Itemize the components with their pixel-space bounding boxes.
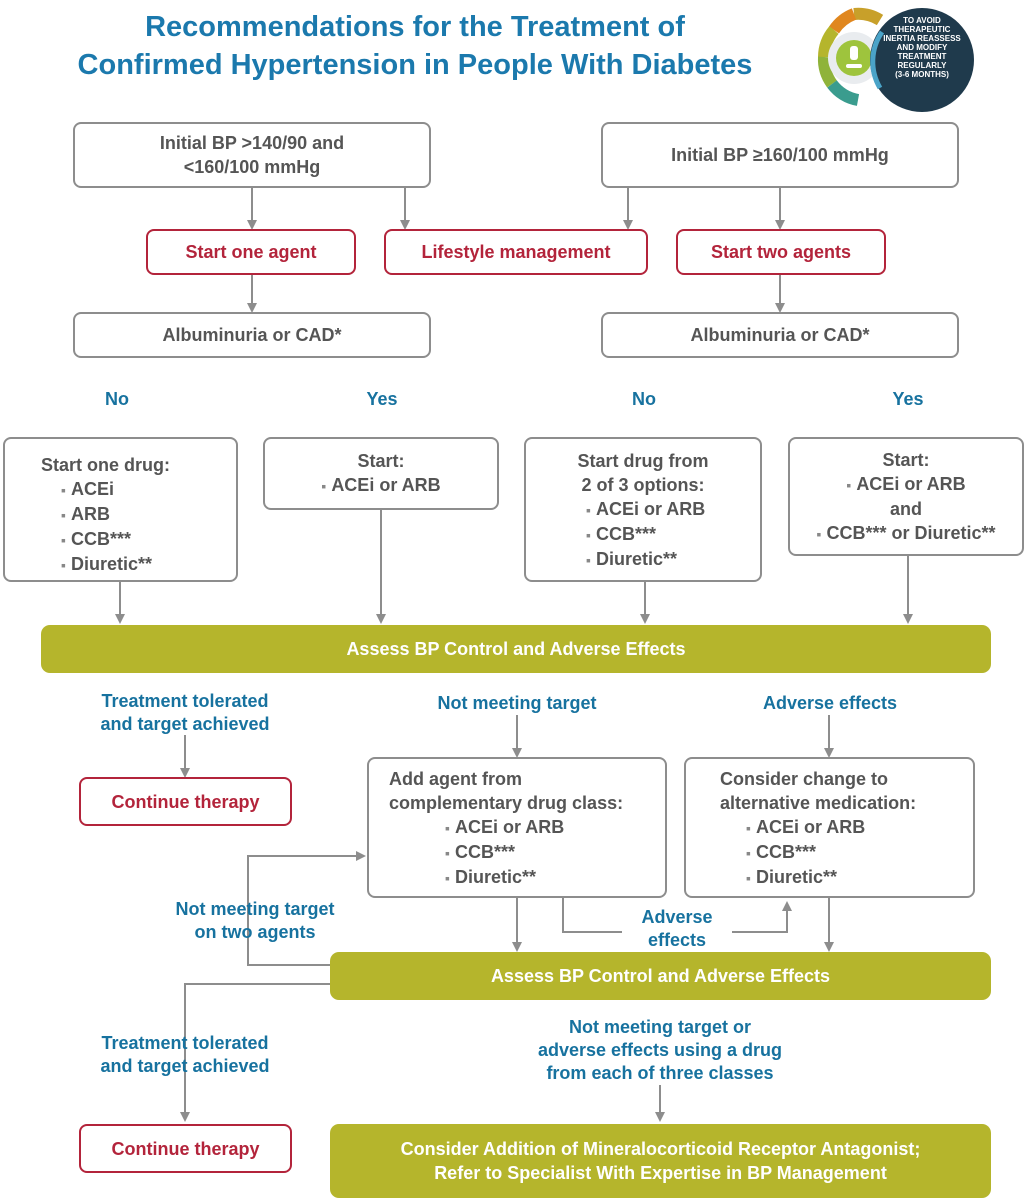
list-item: ACEi or ARB <box>846 472 965 497</box>
list-item: ACEi or ARB <box>445 815 665 840</box>
start-one-drug-list: ACEi ARB CCB*** Diuretic** <box>61 477 236 577</box>
list-item: ACEi or ARB <box>586 497 760 522</box>
mra-referral-box: Consider Addition of Mineralocorticoid R… <box>330 1124 991 1198</box>
assess-bp-control-bar-2: Assess BP Control and Adverse Effects <box>330 952 991 1000</box>
title-line-1: Recommendations for the Treatment of <box>145 11 685 43</box>
list-item: Diuretic** <box>746 865 973 890</box>
page-title: Recommendations for the Treatment of Con… <box>20 8 810 84</box>
list-item: CCB*** <box>445 840 665 865</box>
label-yes-right: Yes <box>892 389 924 409</box>
label-no-left: No <box>105 389 129 409</box>
cycle-icon <box>817 7 974 112</box>
consider-change-box: Consider change to alternative medicatio… <box>684 757 975 898</box>
label-three-classes: Not meeting target or adverse effects us… <box>500 1016 820 1085</box>
continue-therapy-box-2: Continue therapy <box>79 1124 292 1173</box>
initial-bp-high-box: Initial BP ≥160/100 mmHg <box>601 122 959 188</box>
label-treatment-tolerated-1: Treatment tolerated and target achieved <box>100 691 270 734</box>
label-treatment-tolerated-2: Treatment tolerated and target achieved <box>100 1033 270 1076</box>
list-item: CCB*** <box>586 522 760 547</box>
start-one-drug-heading: Start one drug: <box>41 455 170 475</box>
label-adverse-effects-mid: Adverse effects <box>622 906 732 952</box>
list-item: ARB <box>61 502 236 527</box>
add-agent-box: Add agent from complementary drug class:… <box>367 757 667 898</box>
start-one-agent-box: Start one agent <box>146 229 356 275</box>
albuminuria-or-cad-right: Albuminuria or CAD* <box>601 312 959 358</box>
continue-therapy-box-1: Continue therapy <box>79 777 292 826</box>
list-item: CCB*** <box>746 840 973 865</box>
lifestyle-management-box: Lifestyle management <box>384 229 648 275</box>
start-acei-or-arb-box: Start: ACEi or ARB <box>263 437 499 510</box>
reassess-badge: TO AVOID THERAPEUTIC INERTIA REASSESS AN… <box>814 2 974 120</box>
list-item: Diuretic** <box>445 865 665 890</box>
list-item: Diuretic** <box>586 547 760 572</box>
label-not-meeting-target: Not meeting target <box>437 693 597 713</box>
list-item: ACEi or ARB <box>321 473 440 498</box>
badge-text: TO AVOID THERAPEUTIC INERTIA REASSESS AN… <box>883 16 961 79</box>
start-two-agents-box: Start two agents <box>676 229 886 275</box>
albuminuria-or-cad-left: Albuminuria or CAD* <box>73 312 431 358</box>
start-combination-box: Start: ACEi or ARB and CCB*** or Diureti… <box>788 437 1024 556</box>
initial-bp-moderate-box: Initial BP >140/90 and <160/100 mmHg <box>73 122 431 188</box>
start-two-of-three-box: Start drug from 2 of 3 options: ACEi or … <box>524 437 762 582</box>
label-no-right: No <box>632 389 656 409</box>
list-item: CCB*** <box>61 527 236 552</box>
label-not-meeting-two-agents: Not meeting target on two agents <box>175 899 335 942</box>
label-yes-left: Yes <box>366 389 398 409</box>
list-item: ACEi or ARB <box>746 815 973 840</box>
start-one-drug-box: Start one drug: ACEi ARB CCB*** Diuretic… <box>3 437 238 582</box>
title-line-2: Confirmed Hypertension in People With Di… <box>77 49 753 81</box>
assess-bp-control-bar-1: Assess BP Control and Adverse Effects <box>41 625 991 673</box>
list-item: Diuretic** <box>61 552 236 577</box>
list-item: CCB*** or Diuretic** <box>816 521 995 546</box>
list-item: ACEi <box>61 477 236 502</box>
label-adverse-effects: Adverse effects <box>762 693 898 713</box>
